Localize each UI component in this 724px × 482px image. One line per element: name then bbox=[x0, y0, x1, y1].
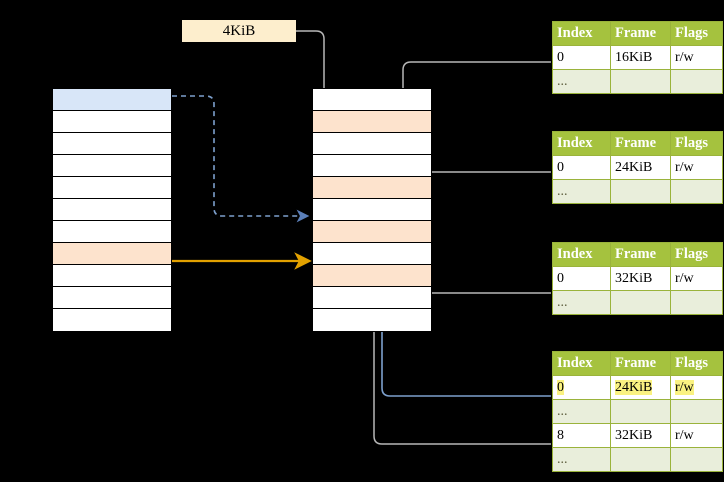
column-header-frame: Frame bbox=[610, 242, 671, 267]
cell-frame bbox=[610, 179, 671, 204]
page-table-level-3: Index Frame Flags 0 32KiB r/w ... bbox=[552, 242, 723, 315]
cell-frame bbox=[610, 399, 671, 424]
table-row-ellipsis[interactable]: ... bbox=[552, 69, 723, 94]
physical-row[interactable] bbox=[313, 111, 431, 133]
physical-row[interactable] bbox=[313, 265, 431, 287]
link-table2-to-physical bbox=[417, 171, 551, 218]
table-row-ellipsis[interactable]: ... bbox=[552, 290, 723, 315]
cell-index: ... bbox=[552, 447, 611, 472]
cell-index-text: 0 bbox=[557, 379, 564, 395]
table-row-highlighted[interactable]: 0 24KiB r/w bbox=[552, 375, 723, 400]
virtual-address-space-column bbox=[52, 88, 172, 332]
page-table-level-4: Index Frame Flags 0 24KiB r/w ... 8 32Ki… bbox=[552, 351, 723, 472]
column-header-index: Index bbox=[552, 131, 611, 156]
cell-flags-text: r/w bbox=[675, 379, 694, 395]
cell-flags: r/w bbox=[670, 266, 723, 291]
physical-row[interactable] bbox=[313, 309, 431, 331]
table-row-ellipsis[interactable]: ... bbox=[552, 447, 723, 472]
table-row[interactable]: 0 24KiB r/w bbox=[552, 155, 723, 180]
table-row-ellipsis[interactable]: ... bbox=[552, 179, 723, 204]
cell-frame: 24KiB bbox=[610, 155, 671, 180]
cell-index: 0 bbox=[552, 155, 611, 180]
cell-frame: 32KiB bbox=[610, 266, 671, 291]
physical-row[interactable] bbox=[313, 199, 431, 221]
table-row[interactable]: 8 32KiB r/w bbox=[552, 423, 723, 448]
cell-frame: 32KiB bbox=[610, 423, 671, 448]
virtual-row[interactable] bbox=[53, 287, 171, 309]
cell-index: 8 bbox=[552, 423, 611, 448]
cell-flags: r/w bbox=[670, 375, 723, 400]
cell-index: ... bbox=[552, 69, 611, 94]
cell-index: ... bbox=[552, 179, 611, 204]
physical-row[interactable] bbox=[313, 89, 431, 111]
column-header-frame: Frame bbox=[610, 21, 671, 46]
cell-flags bbox=[670, 399, 723, 424]
cell-index: ... bbox=[552, 290, 611, 315]
virtual-row[interactable] bbox=[53, 265, 171, 287]
column-header-frame: Frame bbox=[610, 131, 671, 156]
column-header-flags: Flags bbox=[670, 21, 723, 46]
physical-row[interactable] bbox=[313, 177, 431, 199]
cell-flags: r/w bbox=[670, 45, 723, 70]
physical-row[interactable] bbox=[313, 221, 431, 243]
table-row[interactable]: 0 32KiB r/w bbox=[552, 266, 723, 291]
column-header-frame: Frame bbox=[610, 351, 671, 376]
virtual-row[interactable] bbox=[53, 89, 171, 111]
link-virtual-to-physical-dashed bbox=[172, 95, 310, 223]
cell-index: 0 bbox=[552, 375, 611, 400]
table-header-row: Index Frame Flags bbox=[552, 242, 723, 267]
link-table3-to-physical bbox=[417, 259, 551, 294]
physical-row[interactable] bbox=[313, 243, 431, 265]
page-table-level-1: Index Frame Flags 0 16KiB r/w ... bbox=[552, 21, 723, 94]
cell-index: ... bbox=[552, 399, 611, 424]
cell-frame: 16KiB bbox=[610, 45, 671, 70]
cell-frame: 24KiB bbox=[610, 375, 671, 400]
column-header-flags: Flags bbox=[670, 242, 723, 267]
column-header-index: Index bbox=[552, 351, 611, 376]
table-header-row: Index Frame Flags bbox=[552, 131, 723, 156]
column-header-flags: Flags bbox=[670, 131, 723, 156]
physical-row[interactable] bbox=[313, 133, 431, 155]
physical-row[interactable] bbox=[313, 287, 431, 309]
physical-row[interactable] bbox=[313, 155, 431, 177]
virtual-row[interactable] bbox=[53, 111, 171, 133]
page-table-level-2: Index Frame Flags 0 24KiB r/w ... bbox=[552, 131, 723, 204]
cell-frame bbox=[610, 447, 671, 472]
table-row[interactable]: 0 16KiB r/w bbox=[552, 45, 723, 70]
cell-frame bbox=[610, 290, 671, 315]
table-header-row: Index Frame Flags bbox=[552, 351, 723, 376]
cell-flags bbox=[670, 447, 723, 472]
table-row-ellipsis[interactable]: ... bbox=[552, 399, 723, 424]
virtual-row[interactable] bbox=[53, 199, 171, 221]
cell-frame-text: 24KiB bbox=[615, 379, 653, 395]
virtual-row[interactable] bbox=[53, 133, 171, 155]
cell-flags: r/w bbox=[670, 423, 723, 448]
table-header-row: Index Frame Flags bbox=[552, 21, 723, 46]
column-header-flags: Flags bbox=[670, 351, 723, 376]
cell-flags bbox=[670, 290, 723, 315]
column-header-index: Index bbox=[552, 242, 611, 267]
cell-index: 0 bbox=[552, 266, 611, 291]
cell-flags bbox=[670, 69, 723, 94]
virtual-row[interactable] bbox=[53, 177, 171, 199]
virtual-row[interactable] bbox=[53, 155, 171, 177]
physical-memory-column bbox=[312, 88, 432, 332]
cell-index: 0 bbox=[552, 45, 611, 70]
virtual-row[interactable] bbox=[53, 221, 171, 243]
virtual-row[interactable] bbox=[53, 309, 171, 331]
page-size-label: 4KiB bbox=[182, 20, 296, 42]
cell-frame bbox=[610, 69, 671, 94]
column-header-index: Index bbox=[552, 21, 611, 46]
cell-flags bbox=[670, 179, 723, 204]
virtual-row[interactable] bbox=[53, 243, 171, 265]
cell-flags: r/w bbox=[670, 155, 723, 180]
